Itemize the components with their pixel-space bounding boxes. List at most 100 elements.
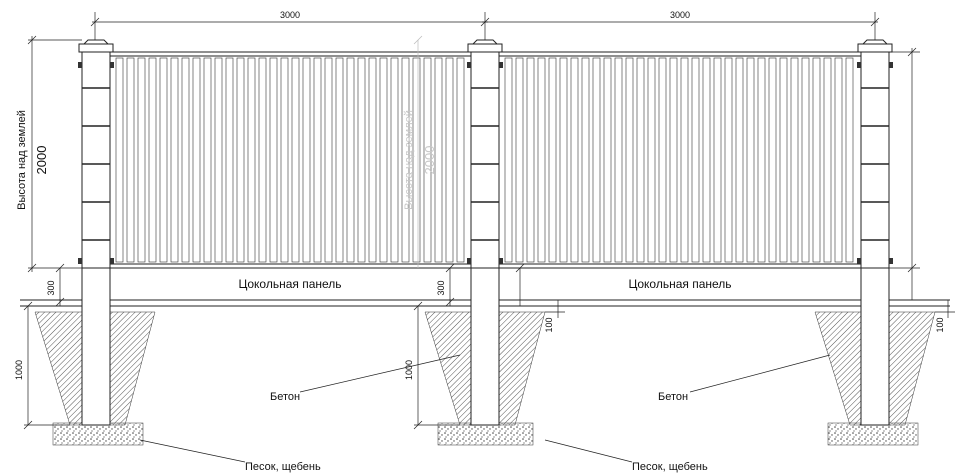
leader-sand-left — [139, 439, 246, 463]
dimension-height-left — [27, 35, 82, 273]
picket — [537, 57, 546, 263]
bracket — [110, 62, 114, 68]
fence-section-left — [109, 51, 472, 269]
dimension-top-left — [90, 12, 490, 40]
picket — [137, 57, 146, 263]
picket — [658, 57, 667, 263]
picket — [445, 57, 454, 263]
picket — [115, 57, 124, 263]
picket — [526, 57, 535, 263]
sand-gravel-left — [52, 422, 144, 446]
picket — [170, 57, 179, 263]
picket — [834, 57, 843, 263]
sand-right-label: Песок, щебень — [632, 461, 708, 473]
picket — [247, 57, 256, 263]
height-label-ghost: Высота над землей — [403, 110, 415, 210]
bracket — [857, 258, 861, 264]
dimension-depth-left — [23, 301, 70, 430]
picket — [126, 57, 135, 263]
picket — [269, 57, 278, 263]
plinth-left-value: 300 — [46, 280, 56, 295]
leader-concrete-left — [299, 354, 461, 393]
picket — [548, 57, 557, 263]
picket — [368, 57, 377, 263]
post-cap — [78, 43, 114, 53]
picket — [702, 57, 711, 263]
picket — [504, 57, 513, 263]
bracket — [467, 258, 471, 264]
picket — [570, 57, 579, 263]
dimension-plinth-mid — [445, 263, 525, 307]
picket — [379, 57, 388, 263]
post-cap-top — [471, 39, 499, 45]
dimension-top-right-value: 3000 — [670, 10, 690, 20]
picket — [757, 57, 766, 263]
sand-left-label: Песок, щебень — [245, 461, 321, 473]
dimension-depth-mid — [413, 301, 460, 430]
plinth-mid-value: 300 — [436, 280, 446, 295]
concrete-left-label: Бетон — [270, 391, 300, 403]
picket — [236, 57, 245, 263]
picket — [181, 57, 190, 263]
bracket — [78, 258, 82, 264]
picket — [845, 57, 854, 263]
picket — [324, 57, 333, 263]
picket — [258, 57, 267, 263]
picket — [680, 57, 689, 263]
picket — [456, 57, 465, 263]
picket — [335, 57, 344, 263]
picket — [401, 57, 410, 263]
picket — [148, 57, 157, 263]
picket — [280, 57, 289, 263]
post-underground-left — [81, 267, 111, 426]
bracket — [857, 62, 861, 68]
picket — [614, 57, 623, 263]
pickets-right — [504, 57, 854, 263]
picket — [801, 57, 810, 263]
bracket — [467, 62, 471, 68]
dimension-height-right — [889, 47, 920, 300]
picket — [724, 57, 733, 263]
dimension-top-left-value: 3000 — [280, 10, 300, 20]
picket — [735, 57, 744, 263]
picket — [746, 57, 755, 263]
post-right — [857, 39, 893, 269]
picket — [302, 57, 311, 263]
dimension-height-mid — [413, 35, 423, 268]
post-cap-top — [82, 39, 110, 45]
picket — [669, 57, 678, 263]
picket — [603, 57, 612, 263]
picket — [214, 57, 223, 263]
picket — [159, 57, 168, 263]
picket — [225, 57, 234, 263]
sand-gravel-mid — [437, 422, 534, 446]
plinth-panel-right-label: Цокольная панель — [628, 277, 731, 291]
picket — [291, 57, 300, 263]
bracket — [889, 62, 893, 68]
picket — [423, 57, 432, 263]
concrete-right-label: Бетон — [658, 391, 688, 403]
picket — [768, 57, 777, 263]
picket — [390, 57, 399, 263]
leader-sand-right — [544, 439, 633, 463]
dimension-100-right — [935, 300, 955, 318]
picket — [203, 57, 212, 263]
picket — [192, 57, 201, 263]
height-label: Высота над землей — [16, 110, 28, 210]
post-underground-right — [860, 267, 890, 426]
post-body — [81, 51, 111, 269]
picket — [691, 57, 700, 263]
post-cap-top — [861, 39, 889, 45]
picket — [636, 57, 645, 263]
bracket — [110, 258, 114, 264]
below-ground-mid-value: 100 — [544, 317, 554, 332]
plinth-panel-left-label: Цокольная панель — [238, 277, 341, 291]
depth-mid-value: 1000 — [404, 360, 414, 380]
picket — [592, 57, 601, 263]
bracket — [889, 258, 893, 264]
picket — [412, 57, 421, 263]
leader-concrete-right — [689, 354, 831, 393]
picket — [357, 57, 366, 263]
